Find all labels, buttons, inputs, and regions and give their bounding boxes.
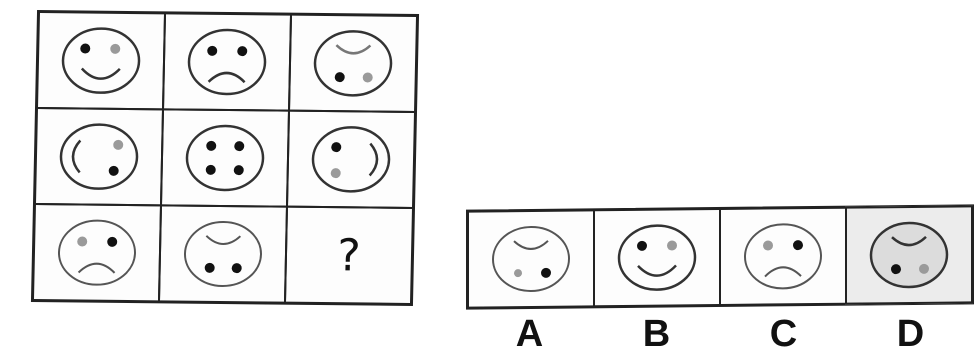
upside-down-face-icon xyxy=(183,220,262,288)
sad-face-icon xyxy=(744,223,822,290)
sideways-face-icon xyxy=(59,123,139,190)
question-mark: ? xyxy=(336,229,362,281)
puzzle-cell-2 xyxy=(161,12,293,112)
option-label-b: B xyxy=(642,313,671,355)
upside-down-face-icon xyxy=(492,225,570,292)
puzzle-grid: ? xyxy=(30,9,420,307)
option-d[interactable] xyxy=(845,205,973,305)
puzzle-cell-4 xyxy=(33,107,165,207)
option-labels: A B C D xyxy=(466,312,974,356)
puzzle-cell-1 xyxy=(35,11,167,111)
option-label-a: A xyxy=(515,313,544,355)
option-b[interactable] xyxy=(593,207,721,308)
option-c[interactable] xyxy=(719,206,847,307)
option-a[interactable] xyxy=(467,209,595,309)
puzzle-cell-8 xyxy=(157,204,289,304)
option-label-c: C xyxy=(769,313,798,355)
puzzle-cell-6 xyxy=(285,109,417,209)
answer-options xyxy=(466,204,974,310)
sad-face-icon xyxy=(57,219,136,286)
smiley-face-icon xyxy=(617,224,697,291)
puzzle-cell-3 xyxy=(287,13,419,113)
upside-down-face-icon xyxy=(313,30,393,97)
sad-face-icon xyxy=(187,28,267,96)
option-label-d: D xyxy=(896,313,925,355)
four-dots-face-icon xyxy=(185,124,265,192)
puzzle-cell-7 xyxy=(31,203,163,303)
puzzle-cell-5 xyxy=(159,108,291,208)
missing-cell: ? xyxy=(283,205,415,305)
smiley-face-icon xyxy=(61,27,141,94)
sideways-face-icon xyxy=(311,126,391,193)
upside-down-face-icon xyxy=(869,221,949,289)
